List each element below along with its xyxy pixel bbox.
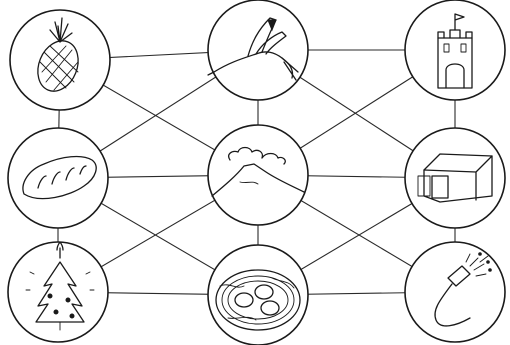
node-decorated-tree: [8, 242, 108, 342]
node-nest-with-eggs: [208, 245, 308, 345]
node-castle-gate: [405, 0, 505, 100]
node-pineapple: [10, 10, 110, 110]
node-shed: [405, 128, 505, 228]
node-volcano: [208, 125, 308, 225]
node-stork: [208, 0, 308, 100]
node-bread-loaf: [8, 128, 108, 228]
node-shower-head: [405, 242, 505, 342]
